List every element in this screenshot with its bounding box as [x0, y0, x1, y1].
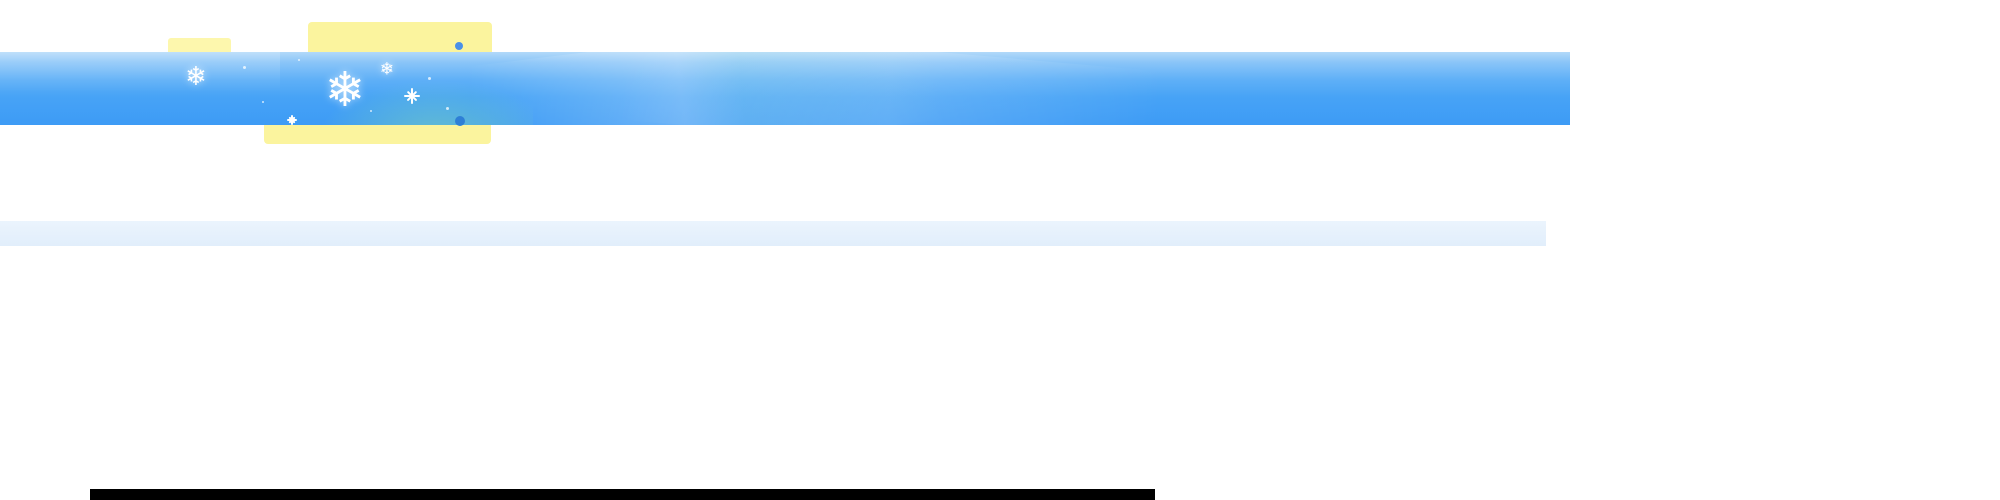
- yellow-promo-fragment-left: [168, 38, 231, 53]
- sparkle-icon: [287, 115, 297, 125]
- sparkle-icon: [404, 88, 420, 104]
- snow-dot: [446, 107, 449, 110]
- sparkle-diagonal-arms: [404, 88, 420, 104]
- snow-dot: [243, 66, 246, 69]
- bottom-black-bar: [90, 489, 1155, 500]
- light-streak: [616, 52, 1164, 125]
- teal-glow: [318, 80, 533, 125]
- snowflake-icon: ❄: [185, 62, 207, 92]
- snow-dot: [370, 110, 372, 112]
- light-blue-section-strip: [0, 221, 1546, 246]
- ornament-dot: [455, 116, 465, 126]
- yellow-promo-graphic-bottom: [264, 124, 491, 144]
- snow-dot: [262, 101, 264, 103]
- banner-left-highlight: [0, 52, 280, 125]
- snowflake-icon: ❄: [324, 62, 366, 118]
- sparkle-diagonal-arms: [287, 115, 297, 125]
- winter-hero-banner[interactable]: ❄ ❄ ❄: [0, 52, 1570, 125]
- ornament-dot: [455, 42, 463, 50]
- snow-dot: [428, 77, 431, 80]
- snowflake-icon: ❄: [379, 59, 395, 80]
- yellow-promo-graphic-top: [308, 22, 492, 53]
- snow-dot: [298, 59, 300, 61]
